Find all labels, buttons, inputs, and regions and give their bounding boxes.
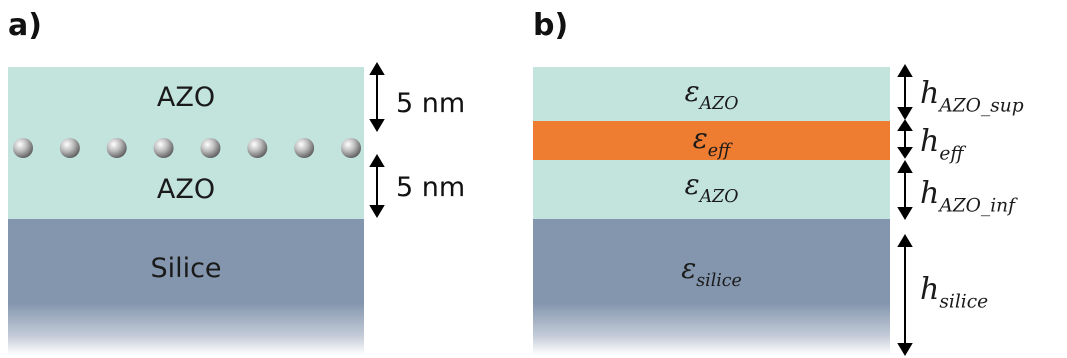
- eps-azo-inf-label: εAZO: [684, 168, 739, 207]
- nanoparticle: [13, 138, 33, 158]
- nanoparticle: [59, 138, 80, 158]
- effective-layer: [533, 121, 890, 160]
- azo-inf-layer: [533, 160, 890, 219]
- nanoparticle: [106, 138, 127, 158]
- silice-label: Silice: [150, 253, 222, 284]
- eps-silice-label: εsilice: [681, 252, 742, 291]
- panel-a-label: a): [8, 8, 42, 43]
- nanoparticle-row: [13, 138, 361, 158]
- panel-a-stack: AZO AZO Silice: [8, 67, 364, 355]
- bottom-thickness-label: 5 nm: [396, 172, 466, 203]
- nanoparticle: [247, 138, 268, 158]
- nanoparticle: [341, 138, 361, 158]
- dimension-arrows-a: [369, 62, 385, 218]
- h-azo-sup-label: hAZO_sup: [920, 76, 1024, 117]
- nanoparticle: [200, 138, 221, 158]
- azo-bottom-label: AZO: [156, 174, 216, 205]
- silice-layer: [533, 219, 890, 355]
- azo-sup-layer: [533, 67, 890, 121]
- panel-b-stack: εAZO εeff εAZO εsilice: [533, 67, 890, 355]
- silice-substrate: [8, 219, 364, 355]
- eps-eff-label: εeff: [692, 122, 731, 161]
- panel-b-label: b): [533, 8, 569, 43]
- nanoparticle: [294, 138, 315, 158]
- azo-top-label: AZO: [156, 82, 216, 113]
- nanoparticle: [153, 138, 174, 158]
- eps-azo-sup-label: εAZO: [684, 75, 739, 114]
- dimension-arrows-b: [897, 64, 913, 356]
- h-azo-inf-label: hAZO_inf: [920, 176, 1016, 217]
- h-silice-label: hsilice: [920, 272, 989, 313]
- h-eff-label: heff: [920, 124, 964, 165]
- top-thickness-label: 5 nm: [396, 88, 466, 119]
